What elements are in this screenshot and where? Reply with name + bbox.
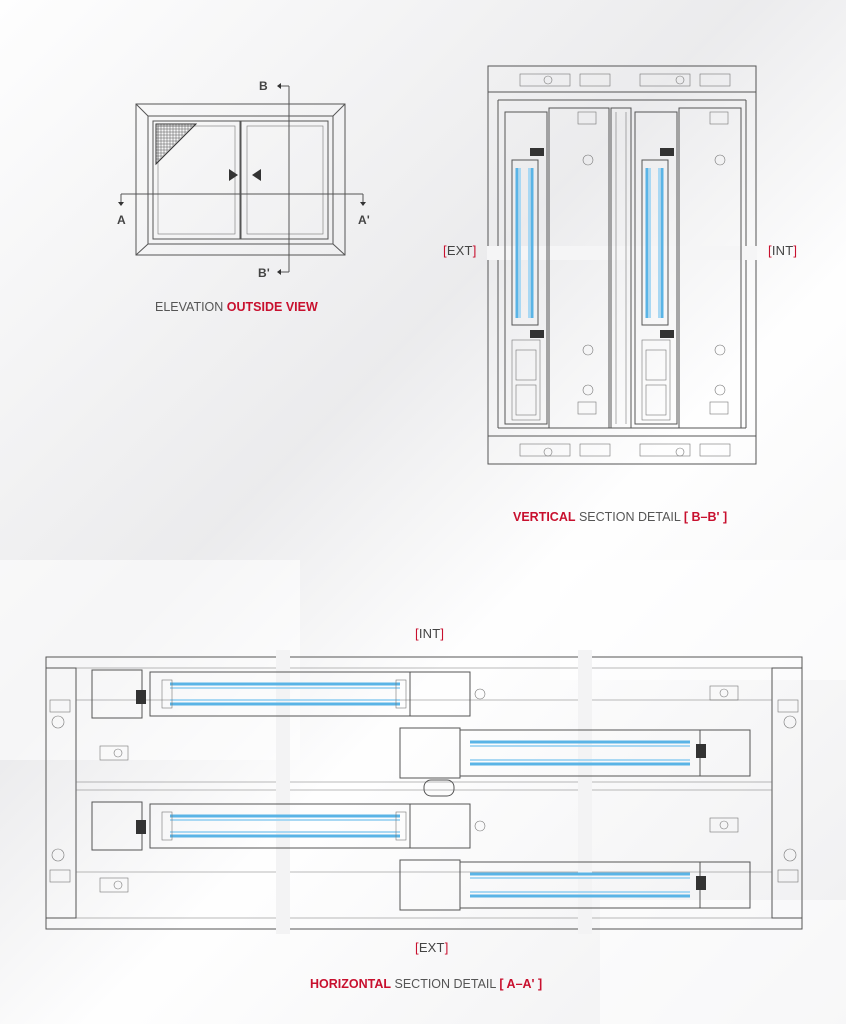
horizontal-ext-label: [EXT] [415,940,449,955]
left-interlock [548,107,610,429]
interlock-center [423,779,455,797]
vertical-caption-rest: SECTION DETAIL [575,510,684,524]
break-gap [487,246,757,260]
vertical-ext-text: EXT [446,243,473,258]
horizontal-frame [45,656,803,930]
bg-facet [0,560,300,760]
right-sash-profile [634,111,678,425]
marker-b-bottom: B' [258,266,270,280]
elevation-caption-highlight: OUTSIDE VIEW [226,300,318,314]
horizontal-caption-ref: [ A–A' ] [499,977,543,991]
vertical-caption-ref: [ B–B' ] [683,510,728,524]
vertical-frame [487,65,757,465]
vertical-caption: VERTICAL SECTION DETAIL [ B–B' ] [513,510,727,524]
elevation-outer-frame [135,103,346,256]
left-sash-profile [504,111,548,425]
horizontal-caption: HORIZONTAL SECTION DETAIL [ A–A' ] [310,977,542,991]
horizontal-int-label: [INT] [415,626,445,641]
bg-facet [600,900,846,1024]
horizontal-ext-text: EXT [418,940,445,955]
vertical-ext-label: [EXT] [443,243,477,258]
horizontal-int-text: INT [418,626,441,641]
marker-a-left: A [117,213,126,227]
marker-a-right: A' [358,213,370,227]
elevation-inner-frame [147,115,334,245]
vertical-int-label: [INT] [768,243,798,258]
right-jamb [771,667,803,919]
horizontal-caption-rest: SECTION DETAIL [391,977,500,991]
left-jamb [45,667,77,919]
right-sash [240,120,329,240]
elevation-caption-prefix: ELEVATION [155,300,227,314]
center-mullion [610,107,632,429]
marker-b-top: B [259,79,268,93]
break-gap-1 [276,650,290,934]
vertical-caption-highlight: VERTICAL [513,510,576,524]
slide-arrow-left-icon [252,169,261,181]
horizontal-caption-highlight: HORIZONTAL [310,977,392,991]
elevation-caption: ELEVATION OUTSIDE VIEW [155,300,318,314]
right-interlock [678,107,742,429]
left-sash [152,120,241,240]
vertical-int-text: INT [771,243,794,258]
slide-arrow-right-icon [229,169,238,181]
bg-facet [560,560,846,680]
break-gap-2 [578,650,592,934]
